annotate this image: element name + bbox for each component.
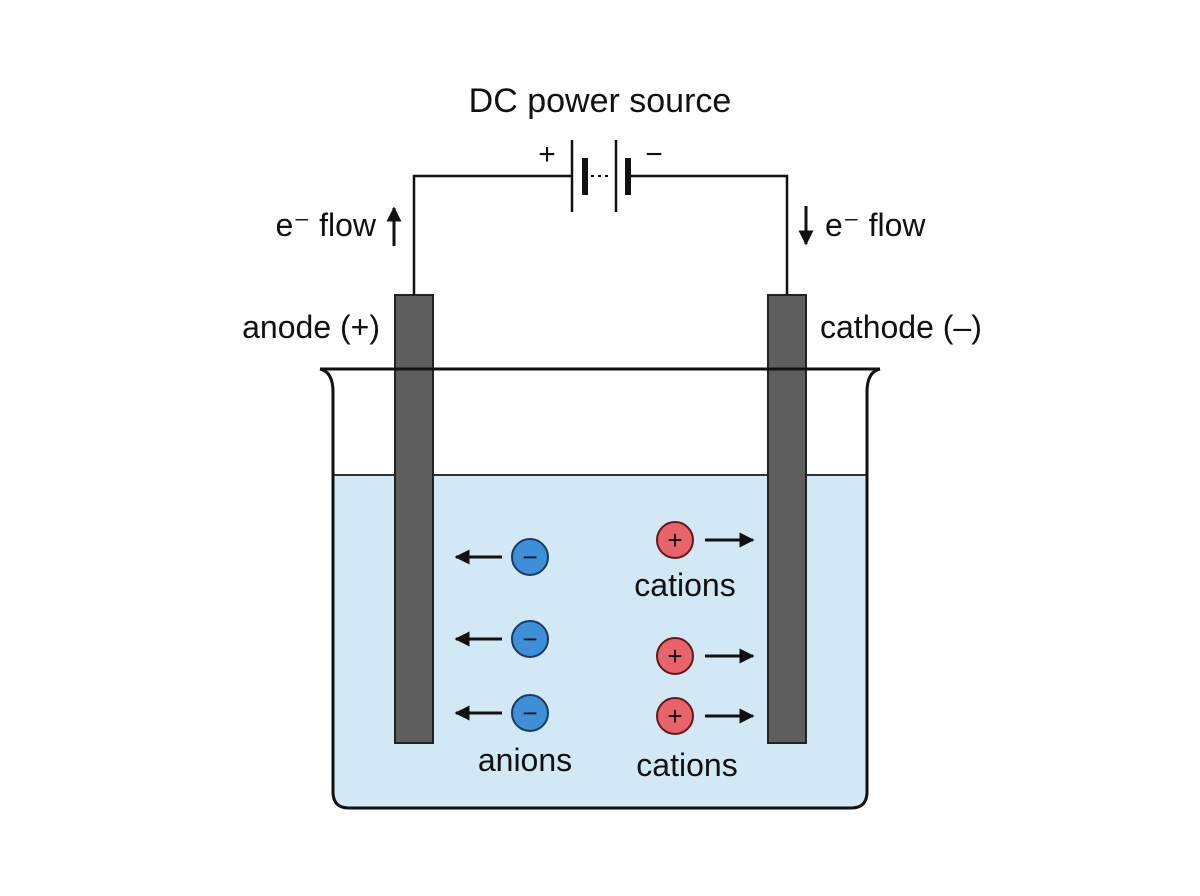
power-source-label: DC power source bbox=[469, 82, 732, 120]
battery-minus-sign: − bbox=[645, 138, 663, 171]
anion-ion bbox=[511, 694, 549, 732]
cation-group-3: + bbox=[656, 697, 755, 735]
cation-sign: + bbox=[667, 641, 682, 671]
anion-group-1: − bbox=[454, 538, 549, 576]
cation-ion bbox=[656, 697, 694, 735]
cation-sign: + bbox=[667, 701, 682, 731]
cation-sign: + bbox=[667, 525, 682, 555]
right-wire bbox=[630, 174, 789, 295]
anion-group-2: − bbox=[454, 620, 549, 658]
cations-label-bottom: cations bbox=[636, 747, 737, 783]
cation-ion bbox=[656, 637, 694, 675]
cathode-electrode bbox=[767, 294, 807, 744]
battery-symbol bbox=[570, 140, 631, 212]
cation-group-1: + bbox=[656, 521, 755, 559]
anode-label: anode (+) bbox=[242, 309, 380, 345]
left-wire bbox=[412, 174, 572, 295]
anion-sign: − bbox=[522, 542, 537, 572]
right-electron-flow-label: e⁻ flow bbox=[825, 207, 926, 243]
anion-sign: − bbox=[522, 624, 537, 654]
anion-ion bbox=[511, 620, 549, 658]
cations-label-top: cations bbox=[634, 567, 735, 603]
battery-plus-sign: + bbox=[538, 138, 556, 171]
anion-group-3: − bbox=[454, 694, 549, 732]
anions-label: anions bbox=[478, 742, 572, 778]
cation-ion bbox=[656, 521, 694, 559]
cathode-label: cathode (–) bbox=[820, 309, 982, 345]
anion-ion bbox=[511, 538, 549, 576]
cation-group-2: + bbox=[656, 637, 755, 675]
left-electron-flow-label: e⁻ flow bbox=[276, 207, 377, 243]
anion-sign: − bbox=[522, 698, 537, 728]
anode-electrode bbox=[394, 294, 434, 744]
